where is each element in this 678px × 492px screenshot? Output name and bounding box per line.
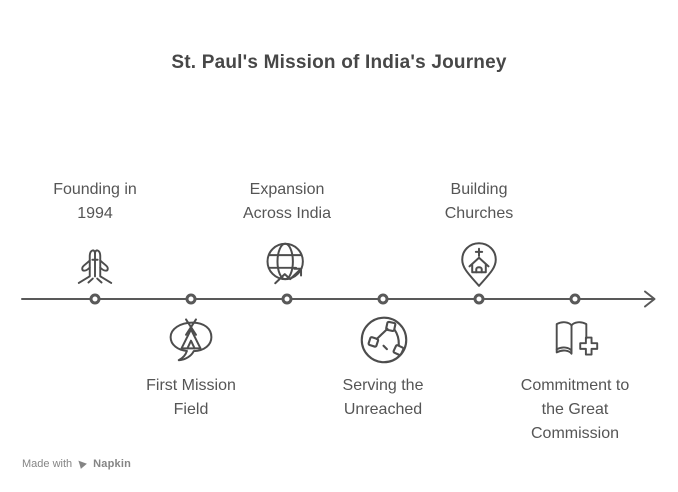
timeline-dot xyxy=(473,293,485,305)
milestone-label-first-mission: First Mission Field xyxy=(146,377,236,418)
globe-growth-arrow-icon xyxy=(258,237,316,295)
arrowhead-icon xyxy=(644,290,656,308)
milestone-label-churches: Building Churches xyxy=(444,181,514,222)
globe-network-icon xyxy=(355,310,413,368)
church-location-pin-icon xyxy=(450,236,508,294)
napkin-logo-icon xyxy=(77,459,88,470)
tent-speech-bubble-icon xyxy=(162,309,220,367)
milestone-label-commission: Commitment to the Great Commission xyxy=(520,377,630,442)
watermark-brand: Napkin xyxy=(93,458,132,470)
praying-hands-icon xyxy=(67,237,123,293)
timeline-dot xyxy=(185,293,197,305)
napkin-watermark[interactable]: Made with Napkin xyxy=(22,458,131,470)
timeline-dot xyxy=(281,293,293,305)
milestone-label-founding: Founding in 1994 xyxy=(53,181,137,222)
timeline-dot xyxy=(89,293,101,305)
timeline-dot xyxy=(569,293,581,305)
watermark-prefix: Made with xyxy=(22,458,73,470)
page-title: St. Paul's Mission of India's Journey xyxy=(171,52,507,73)
milestone-label-expansion: Expansion Across India xyxy=(242,181,332,222)
milestone-label-serving: Serving the Unreached xyxy=(342,377,424,418)
open-book-cross-icon xyxy=(547,311,603,365)
timeline-dot xyxy=(377,293,389,305)
